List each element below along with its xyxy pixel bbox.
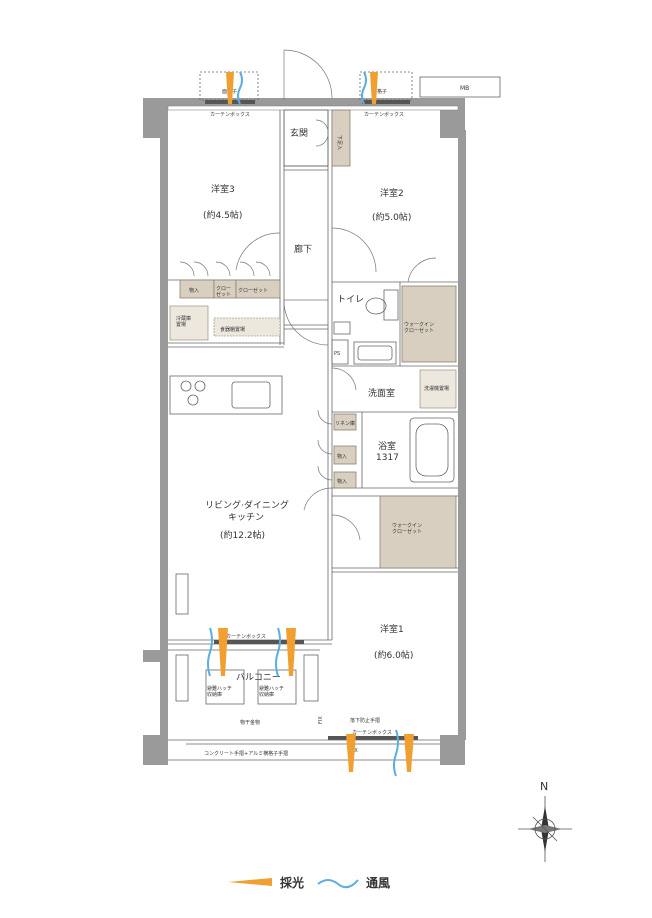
toilet-label: トイレ [337, 295, 364, 305]
ldk-label-2: キッチン [228, 512, 264, 523]
room1-size: (約6.0帖) [374, 649, 413, 661]
genkan-label: 玄関 [290, 127, 308, 139]
fall-prevention-label: 落下防止手摺 [350, 717, 380, 724]
shoe-cabinet [331, 109, 351, 167]
genkan-area: 下足入 玄関 [283, 49, 351, 167]
fridge-space-label: 冷蔵庫置場 [176, 315, 191, 328]
ldk-size: (約12.2帖) [220, 529, 265, 541]
drying-hardware-label: 物干金物 [240, 719, 260, 726]
legend-icons [228, 878, 359, 889]
shoe-cabinet-label: 下足入 [336, 135, 342, 150]
curtain-box-ldk-label: カーテンボックス [226, 633, 266, 640]
curtain-box-top-right-label: カーテンボックス [364, 111, 404, 118]
north-compass: N [518, 780, 572, 862]
curtain-box-room1-label: カーテンボックス [352, 729, 392, 736]
linen-label: リネン庫 [335, 420, 355, 427]
cupboard-space-label: 食器棚置場 [220, 326, 245, 333]
storage-label-2: 物入 [337, 453, 347, 460]
balcony-label: バルコニー [236, 672, 281, 683]
corridor-label: 廊下 [294, 243, 312, 255]
mb-box: MB [419, 76, 501, 98]
walk-in-closet-top-label: ウォークインクローゼット [404, 321, 434, 334]
walk-in-closet-bottom-label: ウォークインクローゼット [392, 522, 422, 535]
storage-units: 物入 クローゼット クローゼット 冷蔵庫置場 食器棚置場 ウォークインクローゼッ… [169, 279, 457, 569]
wind-legend-label: 通風 [366, 876, 391, 890]
bathroom-size: 1317 [376, 453, 399, 463]
north-label: N [540, 780, 548, 793]
escape-hatch-2-label: 避難ハッチ収納庫 [259, 685, 284, 698]
fix-left-label: FIX [318, 716, 324, 724]
room3-label: 洋室3 [211, 183, 235, 195]
bathroom-label: 浴室 [378, 440, 396, 452]
washing-machine-label: 洗濯機置場 [424, 385, 449, 392]
closet-label: クローゼット [238, 287, 268, 294]
room-labels: 洋室3 (約4.5帖) 洋室2 (約5.0帖) 廊下 トイレ 洗面室 浴室 13… [203, 183, 413, 683]
window-grille-right-label: 面格子 [372, 88, 387, 95]
fixtures [169, 289, 455, 615]
washroom-label: 洗面室 [368, 387, 395, 399]
mb-label: MB [460, 85, 469, 92]
room2-size: (約5.0帖) [372, 211, 411, 223]
balcony-area: 避難ハッチ収納庫 避難ハッチ収納庫 物干金物 カーテンボックス FIX FIX … [168, 633, 440, 761]
legend: 採光 通風 [0, 870, 652, 900]
room1-label: 洋室1 [380, 623, 404, 635]
sun-wind-markers [207, 71, 414, 777]
outer-walls [143, 98, 466, 765]
room2-label: 洋室2 [380, 187, 404, 199]
sun-legend-icon [228, 878, 272, 886]
curtain-box-top-left-label: カーテンボックス [210, 111, 250, 118]
concrete-railing-label: コンクリート手摺+アルミ横格子手摺 [204, 750, 288, 757]
escape-hatch-1-label: 避難ハッチ収納庫 [207, 685, 232, 698]
ldk-label-1: リビング·ダイニング [205, 499, 289, 511]
storage-label-3: 物入 [337, 478, 347, 485]
wind-legend-icon [317, 879, 359, 889]
room3-size: (約4.5帖) [203, 209, 242, 221]
ps-label: PS [334, 351, 340, 357]
sun-legend-label: 採光 [280, 876, 305, 890]
door-swings [179, 119, 437, 541]
storage-label-1: 物入 [189, 287, 199, 294]
closet-small-label: クローゼット [216, 286, 231, 298]
